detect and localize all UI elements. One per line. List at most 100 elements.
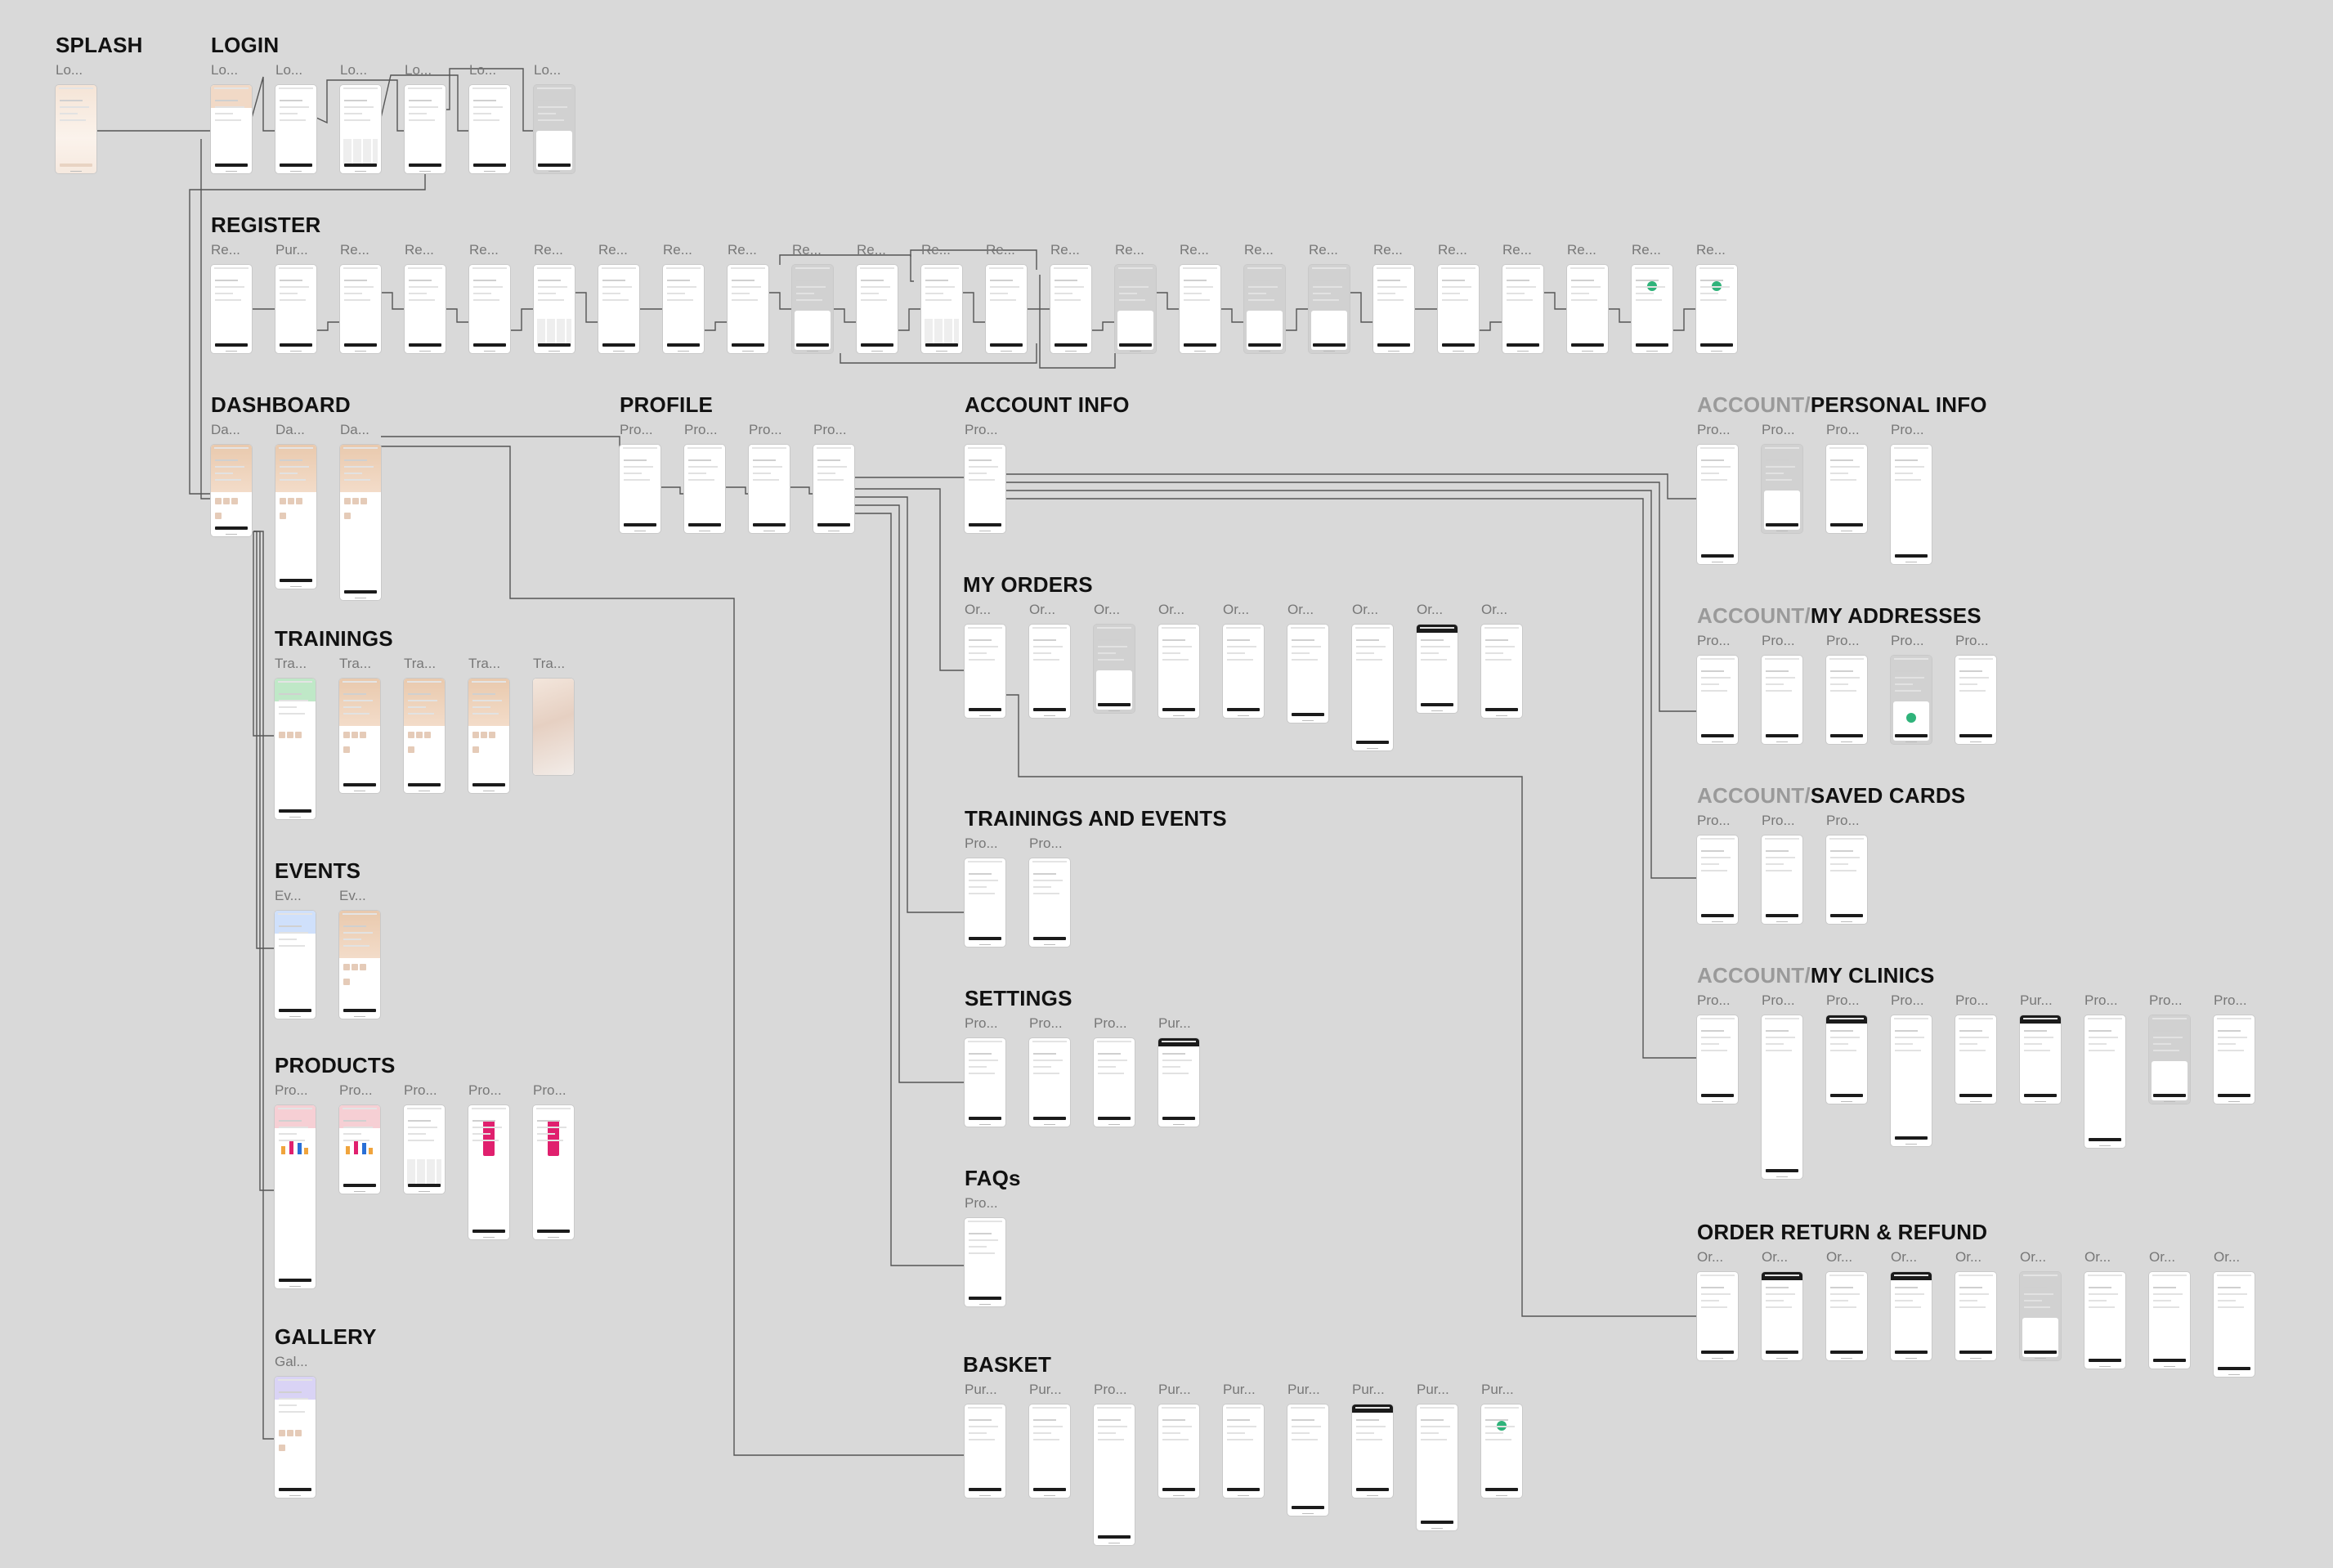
screen-thumbnail-trainings[interactable] [275, 679, 316, 819]
screen-thumbnail-settings[interactable] [1158, 1038, 1199, 1127]
screen-thumbnail-my-orders[interactable] [1352, 625, 1393, 750]
screen-thumbnail-order-return[interactable] [1955, 1272, 1996, 1360]
screen-thumbnail-products[interactable] [339, 1105, 380, 1194]
screen-thumbnail-my-clinics[interactable] [1762, 1015, 1802, 1179]
screen-thumbnail-dashboard[interactable] [275, 445, 316, 589]
screen-thumbnail-profile[interactable] [813, 445, 854, 533]
screen-thumbnail-trainings-events[interactable] [1029, 858, 1070, 947]
screen-thumbnail-personal-info[interactable] [1826, 445, 1867, 533]
screen-thumbnail-dashboard[interactable] [340, 445, 381, 600]
screen-thumbnail-register[interactable] [1373, 265, 1414, 353]
screen-thumbnail-register[interactable] [663, 265, 704, 353]
screen-thumbnail-dashboard[interactable] [211, 445, 252, 536]
screen-thumbnail-basket[interactable] [1352, 1404, 1393, 1498]
screen-thumbnail-profile[interactable] [749, 445, 790, 533]
screen-thumbnail-my-addresses[interactable] [1697, 656, 1738, 744]
screen-thumbnail-my-clinics[interactable] [1891, 1015, 1932, 1146]
screen-thumbnail-my-clinics[interactable] [1697, 1015, 1738, 1104]
screen-thumbnail-register[interactable] [275, 265, 316, 353]
screen-thumbnail-basket[interactable] [1158, 1404, 1199, 1498]
screen-thumbnail-login[interactable] [405, 85, 446, 173]
screen-thumbnail-my-addresses[interactable] [1891, 656, 1932, 744]
screen-thumbnail-basket[interactable] [1481, 1404, 1522, 1498]
screen-thumbnail-settings[interactable] [1094, 1038, 1135, 1127]
screen-thumbnail-register[interactable] [1502, 265, 1543, 353]
screen-thumbnail-basket[interactable] [1094, 1404, 1135, 1545]
screen-thumbnail-register[interactable] [1696, 265, 1737, 353]
screen-thumbnail-settings[interactable] [1029, 1038, 1070, 1127]
screen-thumbnail-register[interactable] [1567, 265, 1608, 353]
screen-thumbnail-saved-cards[interactable] [1697, 836, 1738, 924]
screen-thumbnail-login[interactable] [211, 85, 252, 173]
screen-thumbnail-register[interactable] [1050, 265, 1091, 353]
screen-thumbnail-my-orders[interactable] [1481, 625, 1522, 718]
screen-thumbnail-register[interactable] [1180, 265, 1220, 353]
screen-thumbnail-order-return[interactable] [2084, 1272, 2125, 1369]
screen-thumbnail-register[interactable] [1438, 265, 1479, 353]
screen-thumbnail-basket[interactable] [1417, 1404, 1458, 1530]
screen-thumbnail-register[interactable] [1244, 265, 1285, 353]
screen-thumbnail-basket[interactable] [1223, 1404, 1264, 1498]
screen-thumbnail-my-clinics[interactable] [1955, 1015, 1996, 1104]
screen-thumbnail-trainings[interactable] [339, 679, 380, 793]
screen-thumbnail-my-orders[interactable] [1287, 625, 1328, 723]
screen-thumbnail-register[interactable] [534, 265, 575, 353]
screen-thumbnail-trainings[interactable] [533, 679, 574, 775]
screen-thumbnail-basket[interactable] [1287, 1404, 1328, 1516]
screen-thumbnail-my-orders[interactable] [1094, 625, 1135, 713]
screen-thumbnail-my-orders[interactable] [1417, 625, 1458, 713]
screen-thumbnail-splash[interactable] [56, 85, 96, 173]
screen-thumbnail-my-clinics[interactable] [2149, 1015, 2190, 1104]
screen-thumbnail-my-addresses[interactable] [1762, 656, 1802, 744]
screen-thumbnail-login[interactable] [275, 85, 316, 173]
screen-thumbnail-register[interactable] [598, 265, 639, 353]
screen-thumbnail-trainings-events[interactable] [965, 858, 1005, 947]
screen-thumbnail-my-clinics[interactable] [2214, 1015, 2255, 1104]
screen-thumbnail-order-return[interactable] [1891, 1272, 1932, 1360]
screen-thumbnail-login[interactable] [469, 85, 510, 173]
screen-thumbnail-my-orders[interactable] [965, 625, 1005, 718]
screen-thumbnail-trainings[interactable] [404, 679, 445, 793]
screen-thumbnail-order-return[interactable] [1697, 1272, 1738, 1360]
screen-thumbnail-my-clinics[interactable] [1826, 1015, 1867, 1104]
screen-thumbnail-register[interactable] [1115, 265, 1156, 353]
screen-thumbnail-personal-info[interactable] [1697, 445, 1738, 564]
screen-thumbnail-register[interactable] [792, 265, 833, 353]
screen-thumbnail-events[interactable] [339, 911, 380, 1019]
screen-thumbnail-products[interactable] [468, 1105, 509, 1239]
screen-thumbnail-my-orders[interactable] [1158, 625, 1199, 718]
screen-thumbnail-login[interactable] [340, 85, 381, 173]
screen-thumbnail-faqs[interactable] [965, 1218, 1005, 1306]
screen-thumbnail-register[interactable] [340, 265, 381, 353]
screen-thumbnail-my-clinics[interactable] [2020, 1015, 2061, 1104]
screen-thumbnail-order-return[interactable] [2149, 1272, 2190, 1369]
screen-thumbnail-products[interactable] [275, 1105, 316, 1288]
screen-thumbnail-register[interactable] [1309, 265, 1350, 353]
screen-thumbnail-my-orders[interactable] [1029, 625, 1070, 718]
screen-thumbnail-register[interactable] [211, 265, 252, 353]
screen-thumbnail-order-return[interactable] [2214, 1272, 2255, 1377]
screen-thumbnail-profile[interactable] [620, 445, 660, 533]
screen-thumbnail-register[interactable] [469, 265, 510, 353]
screen-thumbnail-events[interactable] [275, 911, 316, 1019]
screen-thumbnail-saved-cards[interactable] [1762, 836, 1802, 924]
screen-thumbnail-register[interactable] [921, 265, 962, 353]
screen-thumbnail-products[interactable] [533, 1105, 574, 1239]
screen-thumbnail-my-orders[interactable] [1223, 625, 1264, 718]
screen-thumbnail-register[interactable] [986, 265, 1027, 353]
screen-thumbnail-register[interactable] [728, 265, 768, 353]
screen-thumbnail-basket[interactable] [1029, 1404, 1070, 1498]
screen-thumbnail-my-addresses[interactable] [1955, 656, 1996, 744]
screen-thumbnail-register[interactable] [1632, 265, 1673, 353]
screen-thumbnail-order-return[interactable] [1826, 1272, 1867, 1360]
screen-thumbnail-personal-info[interactable] [1762, 445, 1802, 533]
screen-thumbnail-register[interactable] [857, 265, 898, 353]
screen-thumbnail-my-addresses[interactable] [1826, 656, 1867, 744]
screen-thumbnail-gallery[interactable] [275, 1377, 316, 1498]
screen-thumbnail-saved-cards[interactable] [1826, 836, 1867, 924]
screen-thumbnail-settings[interactable] [965, 1038, 1005, 1127]
screen-thumbnail-order-return[interactable] [1762, 1272, 1802, 1360]
screen-thumbnail-basket[interactable] [965, 1404, 1005, 1498]
screen-thumbnail-personal-info[interactable] [1891, 445, 1932, 564]
screen-thumbnail-account-info[interactable] [965, 445, 1005, 533]
